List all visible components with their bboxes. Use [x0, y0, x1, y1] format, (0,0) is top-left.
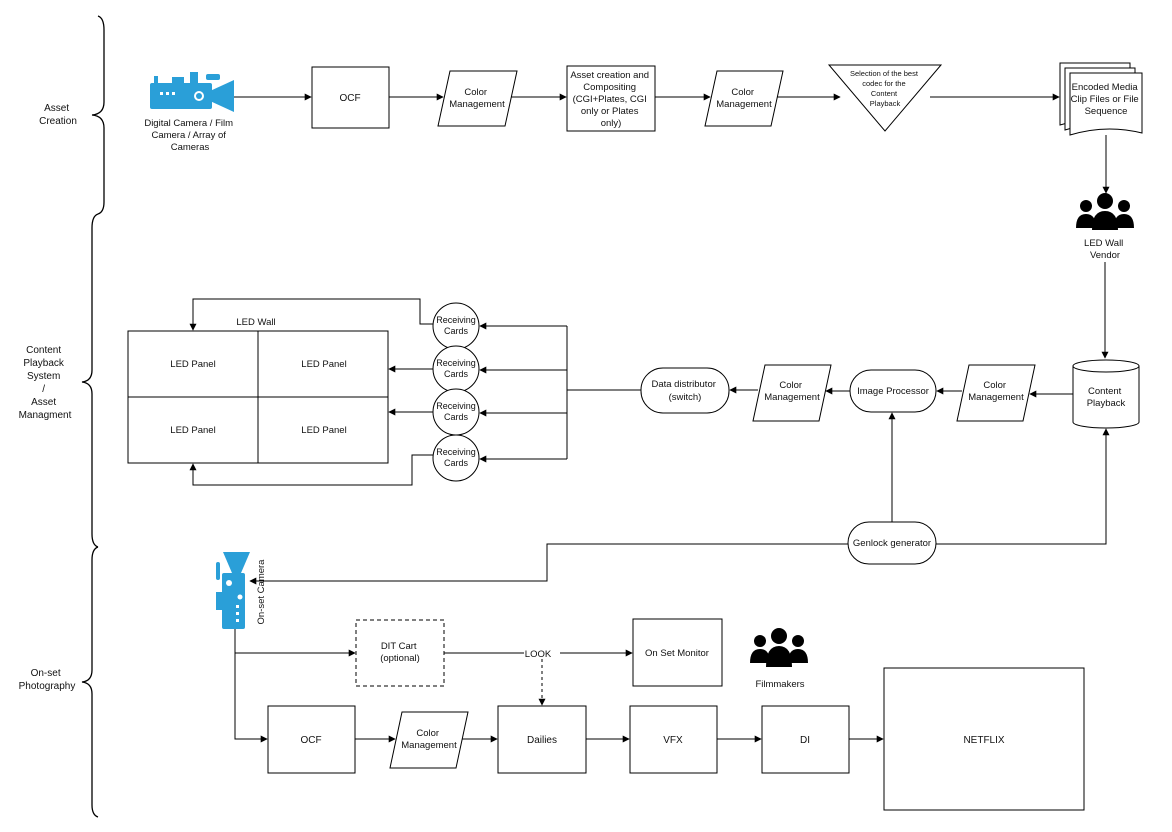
color-management-2 — [704, 70, 784, 127]
asset-creation-label: Asset creation and Compositing (CGI+Plat… — [570, 70, 651, 129]
people-group-icon — [1076, 193, 1134, 230]
dailies-label: Dailies — [527, 735, 557, 746]
led-panel-3: LED Panel — [170, 425, 215, 436]
color-management-3-label: Color Management — [764, 380, 820, 403]
onset-monitor-label: On Set Monitor — [645, 648, 709, 659]
section-label-content-playback: Content Playback System / Asset Managmen… — [19, 345, 72, 421]
color-management-4 — [956, 364, 1036, 422]
section-brace-content-playback — [81, 213, 99, 548]
color-management-5-label: Color Management — [401, 728, 457, 751]
asset-creation-box — [566, 65, 656, 132]
filmmakers-people-icon — [750, 628, 808, 667]
led-panel-1: LED Panel — [170, 359, 215, 370]
image-processor-label: Image Processor — [857, 386, 929, 397]
netflix-label: NETFLIX — [963, 735, 1004, 746]
color-management-3 — [752, 364, 832, 422]
color-management-4-label: Color Management — [968, 380, 1024, 403]
vfx-box — [629, 705, 718, 774]
asset-row-connectors — [234, 93, 1110, 359]
codec-selection-label: Selection of the best codec for the Cont… — [850, 69, 920, 108]
di-label: DI — [800, 735, 810, 746]
color-management-1-label: Color Management — [449, 87, 505, 110]
onset-monitor-box — [632, 618, 723, 687]
dailies-box — [497, 705, 587, 774]
look-label: LOOK — [525, 649, 552, 660]
camera-label: Digital Camera / Film Camera / Array of … — [144, 118, 235, 153]
led-wall — [127, 330, 389, 464]
filmmakers-label: Filmmakers — [755, 679, 804, 690]
ocf-box-asset — [311, 66, 390, 129]
di-box — [761, 705, 850, 774]
encoded-media-label: Encoded Media Clip Files or File Sequenc… — [1071, 82, 1142, 117]
content-playback-db — [1072, 359, 1140, 429]
content-playback-label: Content Playback — [1087, 386, 1126, 409]
encoded-media-stack — [1059, 62, 1143, 136]
led-panel-2: LED Panel — [301, 359, 346, 370]
onset-camera-icon — [216, 552, 250, 629]
section-brace-asset-creation — [91, 15, 105, 215]
ocf-box-onset — [267, 705, 356, 774]
netflix-box — [883, 667, 1085, 811]
onset-row-connectors — [234, 629, 884, 743]
dit-cart-box — [355, 619, 445, 687]
led-vendor-label: LED Wall Vendor — [1084, 238, 1126, 261]
ocf-label-onset: OCF — [300, 735, 321, 746]
section-brace-onset-photography — [81, 546, 99, 818]
genlock-generator-label: Genlock generator — [853, 538, 931, 549]
color-management-1 — [437, 70, 518, 127]
playback-row-connectors — [189, 298, 1110, 585]
color-management-2-label: Color Management — [716, 87, 772, 110]
color-management-5 — [389, 711, 469, 769]
section-label-asset-creation: Asset Creation — [39, 103, 77, 127]
codec-selection-triangle — [827, 64, 943, 132]
data-distributor — [640, 367, 730, 414]
dit-cart-label: DIT Cart (optional) — [380, 641, 420, 664]
led-panel-4: LED Panel — [301, 425, 346, 436]
onset-camera-label: On-set Camera — [256, 559, 267, 625]
led-wall-title: LED Wall — [236, 317, 275, 328]
section-label-onset-photography: On-set Photography — [19, 668, 76, 692]
data-distributor-label: Data distributor (switch) — [651, 379, 718, 403]
video-camera-icon — [150, 72, 234, 112]
ocf-label-asset: OCF — [339, 93, 360, 104]
vfx-label: VFX — [663, 735, 683, 746]
